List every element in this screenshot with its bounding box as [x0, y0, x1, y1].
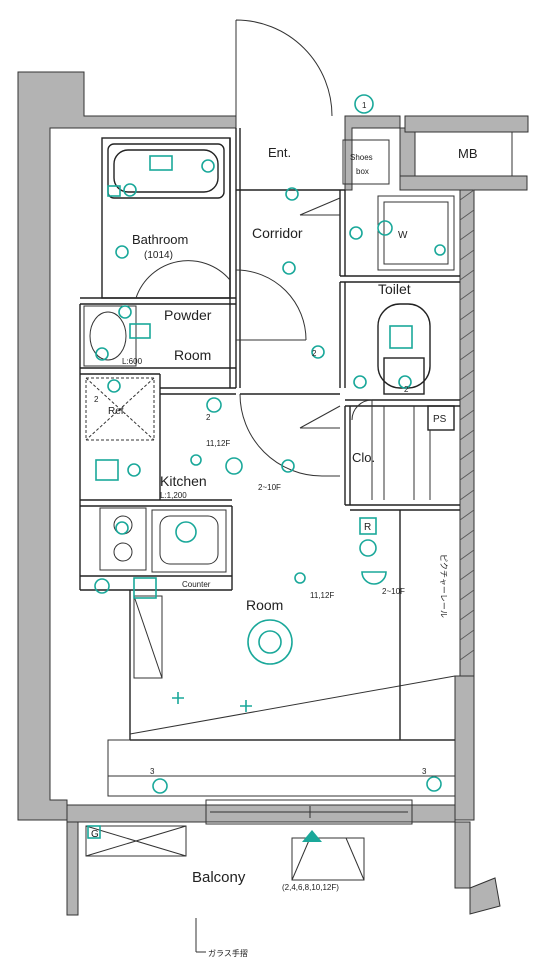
- powder-label: Powder: [164, 307, 212, 323]
- ps-label: PS: [433, 414, 447, 425]
- floors-note-room-c: 11,12F: [310, 591, 334, 600]
- ladder-floors-note: (2,4,6,8,10,12F): [282, 883, 339, 892]
- mark-2-powder: 2: [312, 349, 317, 358]
- washing-machine-pan: [377, 195, 455, 271]
- toilet-fixture: [377, 303, 431, 395]
- ref-label: Ref.: [108, 406, 126, 417]
- outdoor-unit: [85, 825, 187, 857]
- mb-room: [414, 131, 513, 177]
- mark-3-right: 3: [422, 767, 427, 776]
- mark-3-left: 3: [150, 767, 155, 776]
- shoes-box-label-1: Shoes: [350, 153, 373, 162]
- mb-label: MB: [458, 146, 478, 161]
- entrance-label: Ent.: [268, 145, 291, 160]
- shoes-box-label-2: box: [356, 167, 369, 176]
- corridor-label: Corridor: [252, 225, 303, 241]
- sink: [151, 509, 227, 573]
- refrigerator-r-mark: R: [364, 522, 371, 533]
- glass-railing-note: ガラス手摺: [208, 948, 248, 958]
- mark-2-kitchen: 2: [206, 413, 211, 422]
- exterior-walls: [17, 71, 529, 916]
- wall-hatch: [459, 189, 475, 661]
- kitchen-label: Kitchen: [160, 473, 207, 489]
- picture-rail-note: ピクチャーレール: [439, 554, 448, 618]
- powder-width-label: L:600: [122, 357, 143, 366]
- closet-label: Clo.: [352, 450, 375, 465]
- powder-room-label: Room: [174, 347, 211, 363]
- shoes-box: [342, 139, 390, 185]
- bathroom-size-label: (1014): [144, 250, 173, 261]
- refrigerator-space: [85, 377, 155, 441]
- floors-note-kitchen-b: 2~10F: [258, 483, 281, 492]
- mark-1-entrance: 1: [362, 101, 367, 110]
- doors: [135, 19, 431, 500]
- closet-shelf: [133, 595, 163, 679]
- bathroom-label: Bathroom: [132, 232, 188, 247]
- escape-ladder: [291, 837, 365, 881]
- kitchen-width-label: L:1,200: [160, 491, 187, 500]
- mark-2-toilet: 2: [404, 385, 409, 394]
- floors-note-kitchen-a: 11,12F: [206, 439, 230, 448]
- washer-mark: W: [398, 230, 408, 241]
- mark-2-ref: 2: [94, 395, 99, 404]
- floors-note-room-d: 2~10F: [382, 587, 405, 596]
- toilet-label: Toilet: [378, 281, 411, 297]
- washbasin: [83, 305, 137, 367]
- stove: [99, 507, 147, 571]
- counter-label: Counter: [182, 580, 211, 589]
- balcony-label: Balcony: [192, 869, 246, 886]
- interior-walls: [79, 128, 460, 825]
- room-label: Room: [246, 597, 283, 613]
- bathtub: [107, 143, 225, 199]
- equipment-symbols: [87, 94, 446, 842]
- meter-g-mark: G: [91, 829, 99, 840]
